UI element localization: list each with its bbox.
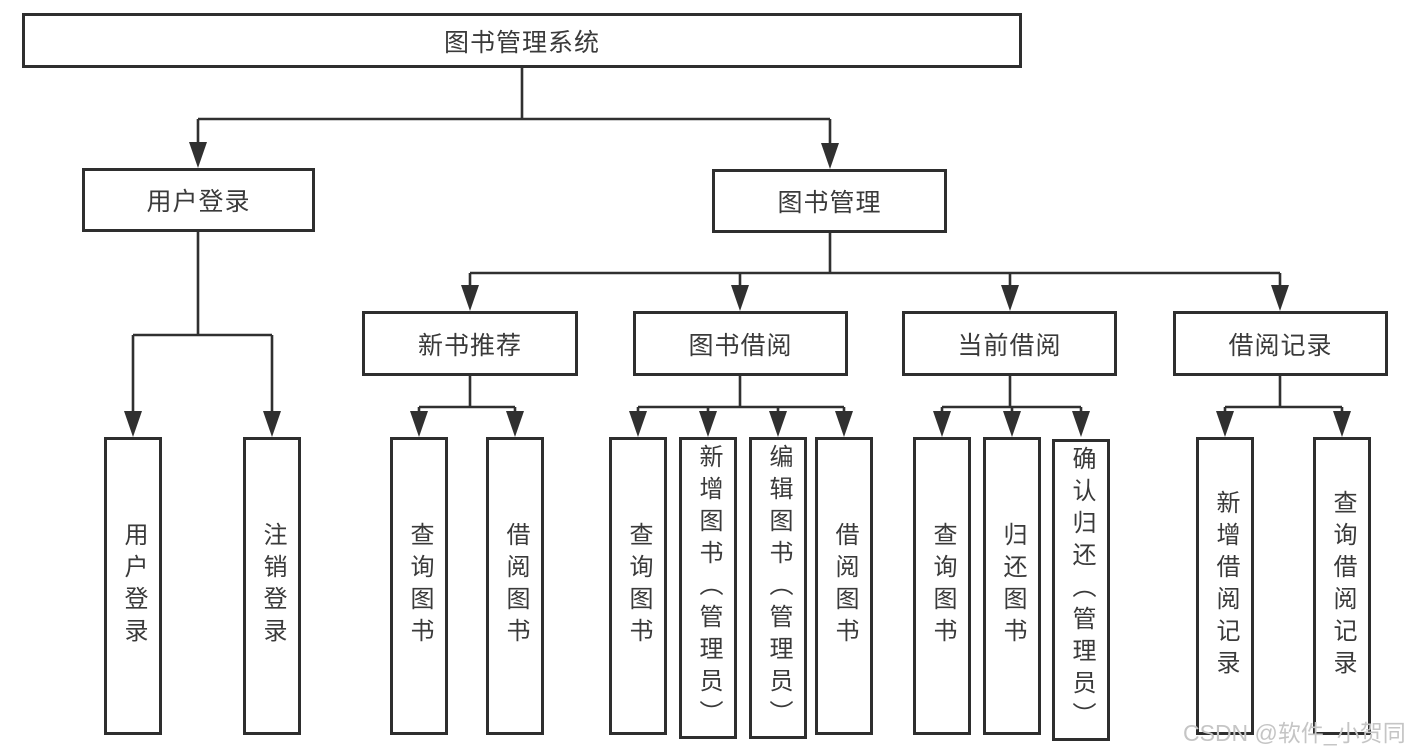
node-user-login: 用户登录 [82,168,315,232]
node-borrow-records: 借阅记录 [1173,311,1388,376]
connector-root-to-level2 [196,68,832,151]
node-add-books-admin: 新增图书（管理员） [679,437,737,739]
node-borrow-books-borrowing: 借阅图书 [815,437,873,735]
node-return-books: 归还图书 [983,437,1041,735]
connector-borrowing-to-children [636,376,846,420]
node-edit-books-admin: 编辑图书（管理员） [749,437,807,739]
node-new-book-recommend: 新书推荐 [362,311,578,376]
node-query-books-borrowing: 查询图书 [609,437,667,735]
connector-records-to-children [1223,376,1344,420]
connector-newbooks-to-children [417,376,517,420]
node-root: 图书管理系统 [22,13,1022,68]
node-book-borrowing: 图书借阅 [633,311,848,376]
connector-userlogin-to-children [131,232,274,420]
node-query-books-recommend: 查询图书 [390,437,448,735]
node-user-login-action: 用户登录 [104,437,162,735]
node-add-borrow-record: 新增借阅记录 [1196,437,1254,735]
connector-bookmgmt-to-level3 [468,233,1282,295]
node-current-borrowing: 当前借阅 [902,311,1117,376]
node-query-books-current: 查询图书 [913,437,971,735]
node-confirm-return-admin: 确认归还（管理员） [1052,439,1110,741]
node-query-borrow-record: 查询借阅记录 [1313,437,1371,735]
node-book-management: 图书管理 [712,169,947,233]
node-logout: 注销登录 [243,437,301,735]
node-borrow-books-recommend: 借阅图书 [486,437,544,735]
csdn-watermark: CSDN @软件_小贺同学 [1183,720,1405,746]
arrowheads [124,142,1351,437]
